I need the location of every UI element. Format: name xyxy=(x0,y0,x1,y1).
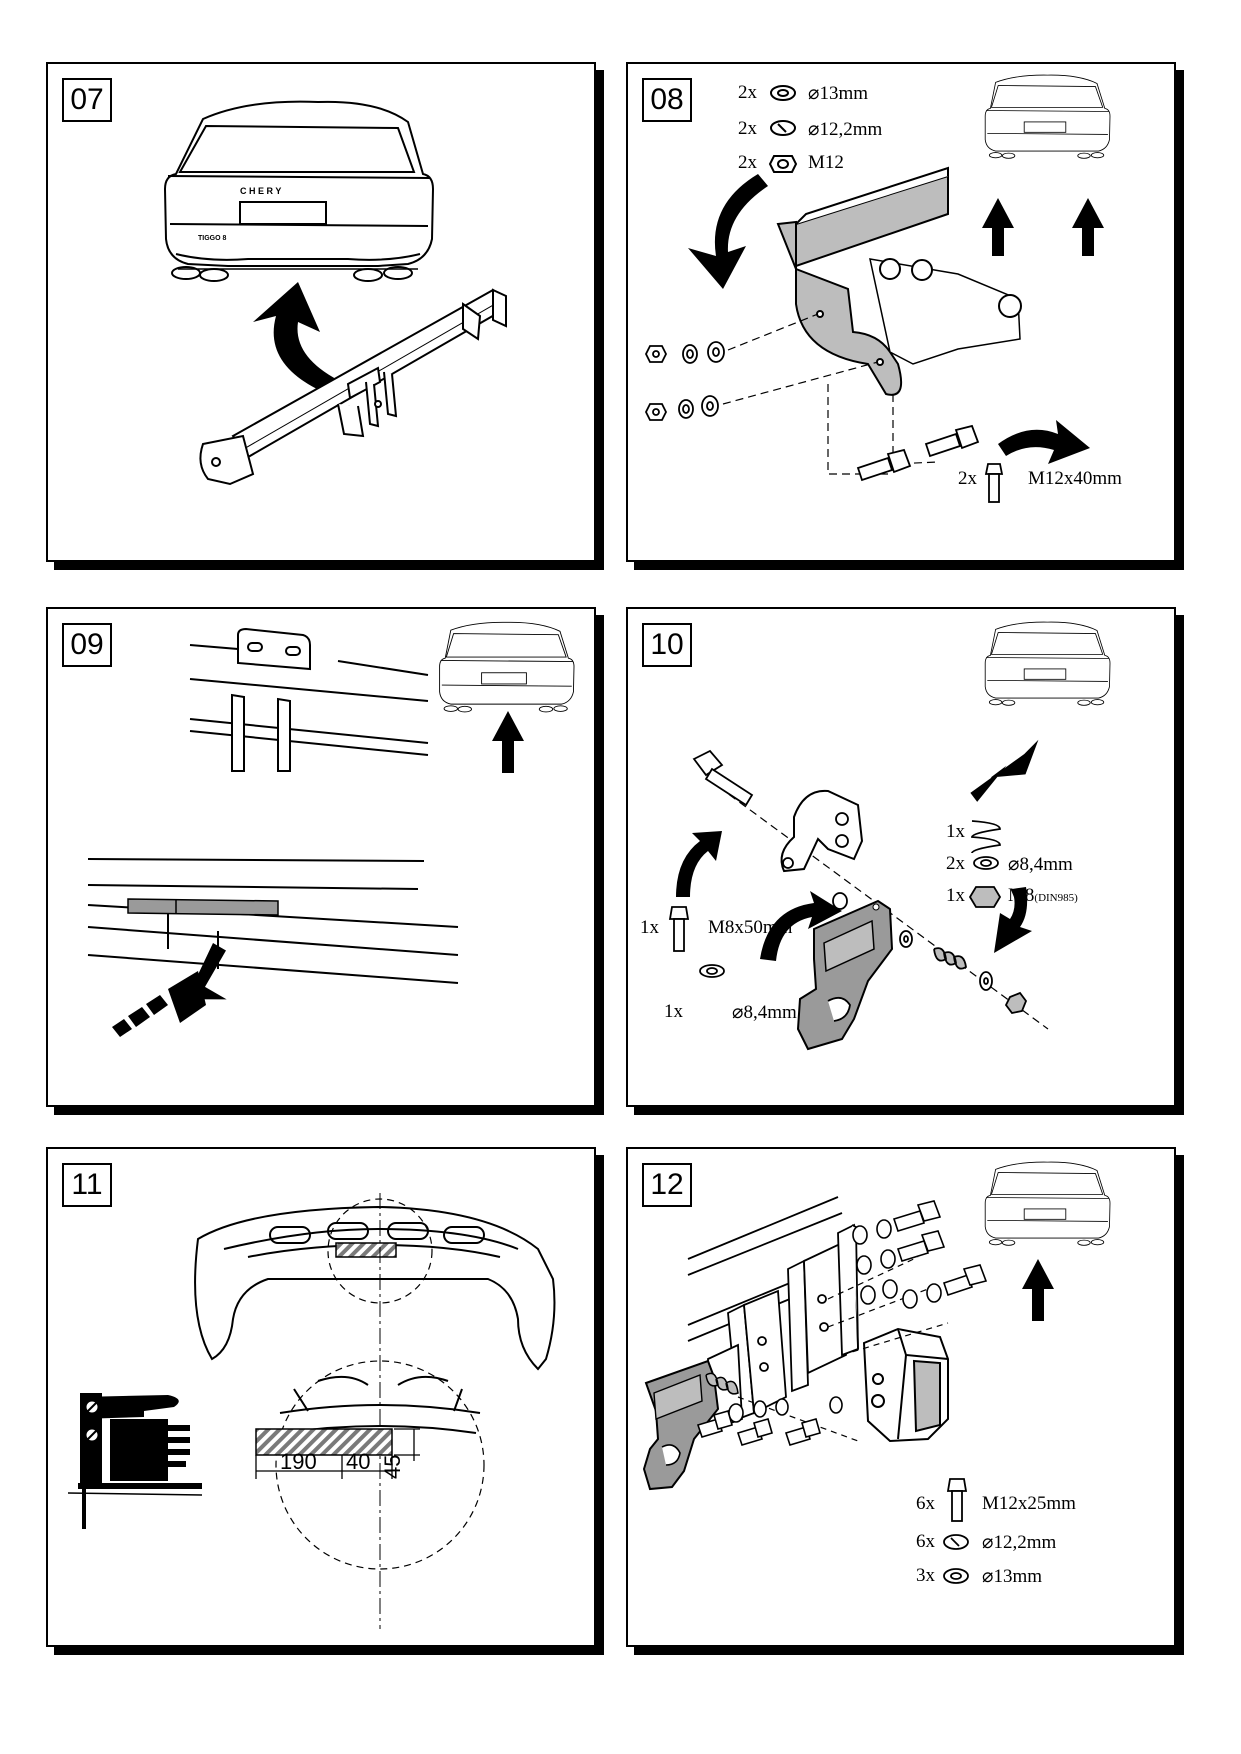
part-qty: 2x xyxy=(738,118,757,139)
part-bolt-label: M8x50mm xyxy=(708,917,793,938)
arrow-diagonal-icon xyxy=(970,739,1039,802)
part-qty: 1x xyxy=(640,917,659,938)
step-10-panel: 10 1x 2x ⌀8,4mm 1x M8(DIN985) 1x M8x50mm… xyxy=(626,607,1184,1115)
car-rear-illustration xyxy=(163,100,435,282)
step-12-illustration xyxy=(642,1161,1111,1584)
cutout-area xyxy=(255,1428,393,1456)
crossbar-detail-illustration xyxy=(87,627,459,984)
part-qty: 2x xyxy=(738,82,757,103)
step-number: 07 xyxy=(62,78,112,122)
bolt-illustration xyxy=(856,424,980,482)
curved-arrow-icon xyxy=(253,282,338,392)
step-09-illustration xyxy=(87,621,575,1037)
curved-arrow-icon xyxy=(994,887,1032,953)
part-qty: 2x xyxy=(738,152,757,173)
spring-washer-icon xyxy=(770,120,796,136)
part-bolt-label: M12x40mm xyxy=(1028,468,1122,489)
mounting-bracket-illustration xyxy=(776,166,1022,396)
dimension-width: 190 xyxy=(280,1449,317,1474)
car-model-text: TIGGO 8 xyxy=(198,235,227,242)
ball-coupling-block-illustration xyxy=(862,1327,949,1443)
part-washer-label: ⌀8,4mm xyxy=(732,1002,797,1023)
curved-arrow-icon xyxy=(998,420,1090,464)
part-washer-label: ⌀13mm xyxy=(808,83,868,104)
part-nut-label: M8(DIN985) xyxy=(1008,885,1078,907)
bolt-illustration xyxy=(696,1200,988,1446)
curved-arrow-icon xyxy=(688,174,768,289)
step-11-illustration: 190 40 45 xyxy=(67,1193,556,1629)
mounting-plates-illustration xyxy=(707,1223,859,1433)
curved-arrow-icon xyxy=(676,831,722,897)
car-rear-mini-illustration xyxy=(439,621,575,713)
rear-bumper-illustration xyxy=(194,1205,556,1371)
cutout-area xyxy=(335,1242,397,1258)
bolt-illustration xyxy=(692,749,754,807)
nut-size: M8 xyxy=(1008,885,1035,906)
step-12-panel: 12 6x M12x25mm 6x ⌀12,2mm 3x ⌀13mm xyxy=(626,1147,1184,1655)
step-number: 09 xyxy=(62,623,112,667)
car-brand-text: C H E R Y xyxy=(240,186,281,196)
part-spring-washer-label: ⌀12,2mm xyxy=(808,119,883,140)
small-bracket-illustration xyxy=(780,789,864,873)
arrow-up-icon xyxy=(492,711,524,773)
part-spring-washer-label: ⌀12,2mm xyxy=(982,1532,1057,1553)
panel-frame: 12 6x M12x25mm 6x ⌀12,2mm 3x ⌀13mm xyxy=(626,1147,1176,1647)
step-09-panel: 09 xyxy=(46,607,604,1115)
car-rear-mini-illustration xyxy=(984,1161,1111,1246)
step-07-illustration: C H E R Y TIGGO 8 xyxy=(163,100,507,486)
nut-icon xyxy=(768,155,798,173)
step-number: 08 xyxy=(642,78,692,122)
bolt-icon xyxy=(946,1478,968,1522)
bracket-plate-detail xyxy=(127,898,279,916)
panel-frame: 07 C H E R Y TIGGO 8 xyxy=(46,62,596,562)
step-08-panel: 08 2x ⌀13mm 2x ⌀12,2mm 2x M12 2x M12x40m… xyxy=(626,62,1184,570)
part-washer-label: ⌀8,4mm xyxy=(1008,854,1073,875)
panel-frame: 11 xyxy=(46,1147,596,1647)
part-qty: 6x xyxy=(916,1493,935,1514)
panel-frame: 08 2x ⌀13mm 2x ⌀12,2mm 2x M12 2x M12x40m… xyxy=(626,62,1176,562)
detail-zoom-circle xyxy=(275,1360,485,1570)
curved-arrow-icon xyxy=(760,891,842,961)
step-number: 11 xyxy=(62,1163,112,1207)
car-rear-mini-illustration xyxy=(984,621,1111,706)
step-10-illustration xyxy=(668,621,1111,1051)
part-qty: 2x xyxy=(958,468,977,489)
towbar-beam-illustration xyxy=(199,288,507,486)
step-07-panel: 07 C H E R Y TIGGO 8 xyxy=(46,62,604,570)
part-qty: 3x xyxy=(916,1565,935,1586)
arrow-up-icon xyxy=(1022,1259,1054,1321)
washer-icon xyxy=(943,1568,969,1584)
part-bolt-label: M12x25mm xyxy=(982,1493,1076,1514)
part-qty: 6x xyxy=(916,1531,935,1552)
panel-frame: 09 xyxy=(46,607,596,1107)
spring-washer-icon xyxy=(943,1534,969,1550)
nut-standard: (DIN985) xyxy=(1034,892,1078,904)
bolt-icon xyxy=(668,906,690,952)
step-number: 12 xyxy=(642,1163,692,1207)
spring-icon xyxy=(971,820,1001,854)
washer-icon xyxy=(770,85,796,101)
step-11-panel: 11 xyxy=(46,1147,604,1655)
part-qty: 1x xyxy=(946,885,965,906)
jigsaw-icon xyxy=(67,1393,203,1529)
nut-icon xyxy=(968,886,1002,908)
bolt-icon xyxy=(984,463,1004,503)
hardware-stack-illustration xyxy=(899,930,1028,1014)
part-qty: 2x xyxy=(946,853,965,874)
part-qty: 1x xyxy=(664,1001,683,1022)
arrow-up-icon xyxy=(1072,198,1104,256)
car-rear-mini-illustration xyxy=(984,74,1111,159)
part-nut-label: M12 xyxy=(808,152,844,173)
spring-illustration xyxy=(705,1372,739,1395)
part-qty: 1x xyxy=(946,821,965,842)
panel-frame: 10 1x 2x ⌀8,4mm 1x M8(DIN985) 1x M8x50mm… xyxy=(626,607,1176,1107)
step-number: 10 xyxy=(642,623,692,667)
dimension-offset: 40 xyxy=(346,1449,370,1474)
dimension-height: 45 xyxy=(380,1455,405,1479)
part-washer-label: ⌀13mm xyxy=(982,1566,1042,1587)
step-08-illustration xyxy=(644,74,1111,503)
washer-icon xyxy=(973,856,999,870)
hardware-stack-illustration xyxy=(644,341,725,421)
arrow-up-icon xyxy=(982,198,1014,256)
